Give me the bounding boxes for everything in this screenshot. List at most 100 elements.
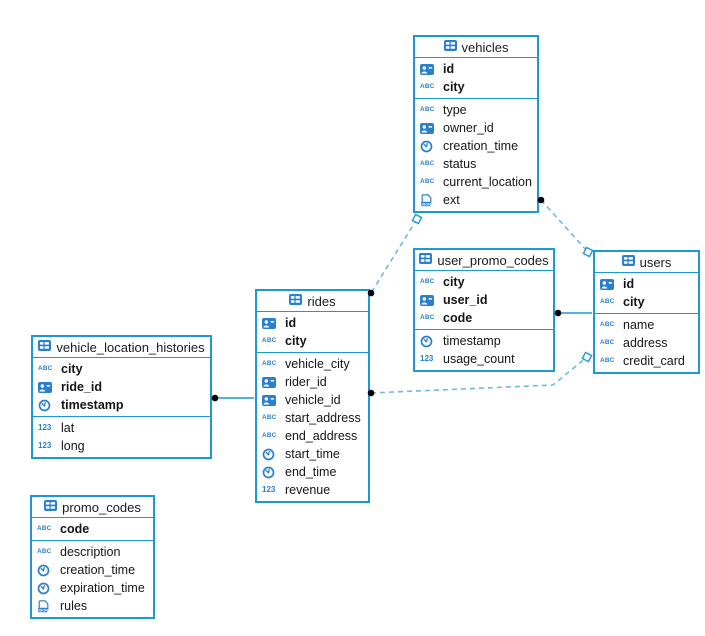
column-row-id: id bbox=[595, 275, 698, 293]
column-row-timestamp: timestamp bbox=[33, 396, 210, 414]
timestamp-type-icon bbox=[37, 564, 55, 577]
column-name: type bbox=[443, 103, 467, 117]
column-name: long bbox=[61, 439, 85, 453]
string-type-icon: ABC bbox=[420, 313, 435, 321]
relationship-diamond-marker bbox=[411, 213, 423, 225]
svg-text:JSON: JSON bbox=[420, 201, 431, 206]
table-header: user_promo_codes bbox=[415, 250, 553, 271]
column-name: code bbox=[443, 311, 473, 325]
string-type-icon: ABC bbox=[262, 336, 277, 344]
column-name: vehicle_city bbox=[285, 357, 350, 371]
column-name: revenue bbox=[285, 483, 331, 497]
column-name: timestamp bbox=[61, 398, 124, 412]
column-row-id: id bbox=[415, 60, 537, 78]
string-type-icon: ABC bbox=[420, 159, 435, 167]
relationship-rides-users[interactable] bbox=[370, 356, 588, 394]
column-name: rules bbox=[60, 599, 88, 613]
table-title: rides bbox=[307, 293, 336, 309]
column-name: current_location bbox=[443, 175, 532, 189]
timestamp-type-icon bbox=[420, 335, 438, 348]
column-name: credit_card bbox=[623, 354, 685, 368]
id-badge-icon bbox=[262, 376, 280, 388]
column-row-start_time: start_time bbox=[257, 445, 368, 463]
timestamp-type-icon bbox=[262, 448, 280, 461]
column-name: ext bbox=[443, 193, 460, 207]
column-name: user_id bbox=[443, 293, 488, 307]
column-row-ride_id: ride_id bbox=[33, 378, 210, 396]
json-type-icon: JSON bbox=[420, 193, 438, 207]
relationship-vehicles-users[interactable] bbox=[540, 199, 589, 253]
column-name: city bbox=[285, 334, 307, 348]
column-name: city bbox=[443, 275, 465, 289]
string-type-icon: ABC bbox=[600, 297, 615, 305]
column-row-vehicle_id: vehicle_id bbox=[257, 391, 368, 409]
table-icon bbox=[419, 251, 433, 269]
column-name: code bbox=[60, 522, 90, 536]
relationship-dot-marker bbox=[367, 289, 375, 297]
column-row-user_id: user_id bbox=[415, 291, 553, 309]
number-type-icon: 123 bbox=[38, 423, 52, 432]
column-row-creation_time: creation_time bbox=[415, 137, 537, 155]
table-icon bbox=[443, 38, 457, 56]
table-header: users bbox=[595, 252, 698, 273]
column-name: creation_time bbox=[443, 139, 519, 153]
column-row-rider_id: rider_id bbox=[257, 373, 368, 391]
number-type-icon: 123 bbox=[420, 354, 434, 363]
table-icon bbox=[38, 338, 52, 356]
string-type-icon: ABC bbox=[37, 524, 52, 532]
column-row-current_location: ABC current_location bbox=[415, 173, 537, 191]
string-type-icon: ABC bbox=[600, 356, 615, 364]
string-type-icon: ABC bbox=[420, 105, 435, 113]
column-row-owner_id: owner_id bbox=[415, 119, 537, 137]
string-type-icon: ABC bbox=[37, 547, 52, 555]
column-name: id bbox=[285, 316, 297, 330]
string-type-icon: ABC bbox=[420, 82, 435, 90]
column-name: owner_id bbox=[443, 121, 494, 135]
column-name: status bbox=[443, 157, 477, 171]
string-type-icon: ABC bbox=[420, 277, 435, 285]
table-icon bbox=[621, 253, 635, 271]
string-type-icon: ABC bbox=[600, 338, 615, 346]
string-type-icon: ABC bbox=[420, 177, 435, 185]
relationship-vehicles-rides[interactable] bbox=[370, 218, 418, 294]
column-name: usage_count bbox=[443, 352, 515, 366]
column-name: city bbox=[443, 80, 465, 94]
id-badge-icon bbox=[420, 63, 438, 75]
column-name: description bbox=[60, 545, 121, 559]
table-title: user_promo_codes bbox=[437, 252, 549, 268]
table-title: vehicles bbox=[461, 39, 509, 55]
timestamp-type-icon bbox=[420, 140, 438, 153]
column-row-city: ABC city bbox=[415, 273, 553, 291]
column-name: rider_id bbox=[285, 375, 327, 389]
id-badge-icon bbox=[38, 381, 56, 393]
string-type-icon: ABC bbox=[600, 320, 615, 328]
relationship-diamond-marker bbox=[582, 246, 594, 258]
column-name: city bbox=[623, 295, 645, 309]
string-type-icon: ABC bbox=[262, 431, 277, 439]
table-header: rides bbox=[257, 291, 368, 312]
relationship-dot-marker bbox=[554, 309, 562, 317]
id-badge-icon bbox=[262, 394, 280, 406]
